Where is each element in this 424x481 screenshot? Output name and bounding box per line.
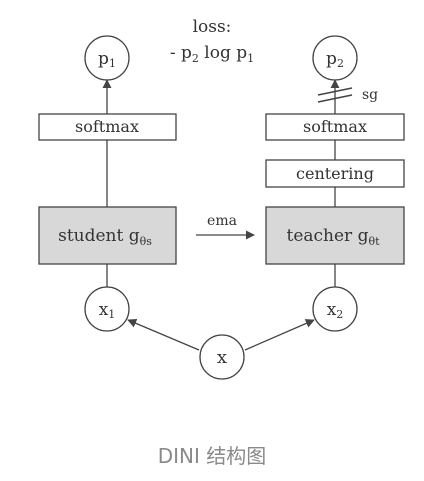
svg-text:centering: centering <box>296 164 374 183</box>
node-p2: p2 <box>312 35 358 81</box>
stop-gradient-mark <box>317 94 353 103</box>
figure-caption: DINI 结构图 <box>157 444 267 468</box>
svg-text:p1: p1 <box>98 49 116 70</box>
edge-x-x2 <box>244 319 315 351</box>
teacher-network-box: teacher gθt <box>265 206 405 265</box>
stop-gradient-mark <box>317 87 353 96</box>
svg-text:teacher gθt: teacher gθt <box>286 226 380 248</box>
softmax-box-right: softmax <box>265 113 405 141</box>
sg-label: sg <box>362 87 378 103</box>
centering-box: centering <box>265 159 405 188</box>
svg-text:p2: p2 <box>326 49 344 70</box>
svg-text:x: x <box>217 347 227 368</box>
svg-text:softmax: softmax <box>303 117 367 136</box>
svg-text:softmax: softmax <box>75 117 139 136</box>
student-network-box: student gθs <box>38 206 177 265</box>
svg-text:x2: x2 <box>327 300 344 321</box>
loss-title: loss: <box>193 17 232 37</box>
svg-text:student gθs: student gθs <box>58 226 152 248</box>
ema-label: ema <box>207 213 237 229</box>
node-x: x <box>199 334 245 380</box>
node-x2: x2 <box>312 286 358 332</box>
edge-x-x1 <box>127 318 200 351</box>
node-x1: x1 <box>84 286 130 332</box>
node-p1: p1 <box>84 35 130 81</box>
svg-text:x1: x1 <box>99 300 116 321</box>
softmax-box-left: softmax <box>38 113 177 141</box>
loss-formula: - p2 log p1 <box>170 43 254 65</box>
